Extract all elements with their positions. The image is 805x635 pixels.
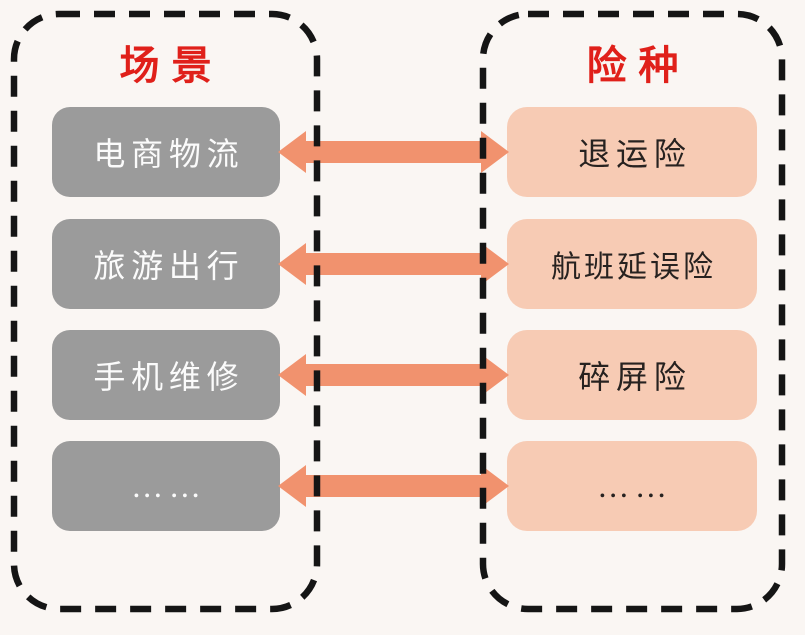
scene-panel-title: 场景 xyxy=(119,43,224,88)
scene-box-ellipsis: …… xyxy=(52,441,280,531)
insurance-box-flight-delay: 航班延误险 xyxy=(507,219,757,309)
double-arrow-row3 xyxy=(278,354,509,396)
double-arrow-row2 xyxy=(278,243,509,285)
insurance-panel-title: 险种 xyxy=(586,43,691,88)
insurance-box-screen-break: 碎屏险 xyxy=(507,330,757,420)
scene-box-ecommerce-logistics: 电商物流 xyxy=(52,107,280,197)
insurance-box-ellipsis: …… xyxy=(507,441,757,531)
scene-box-travel: 旅游出行 xyxy=(52,219,280,309)
scene-box-phone-repair: 手机维修 xyxy=(52,330,280,420)
double-arrow-row1 xyxy=(278,131,509,173)
insurance-box-return-shipping: 退运险 xyxy=(507,107,757,197)
double-arrow-row4 xyxy=(278,465,509,507)
